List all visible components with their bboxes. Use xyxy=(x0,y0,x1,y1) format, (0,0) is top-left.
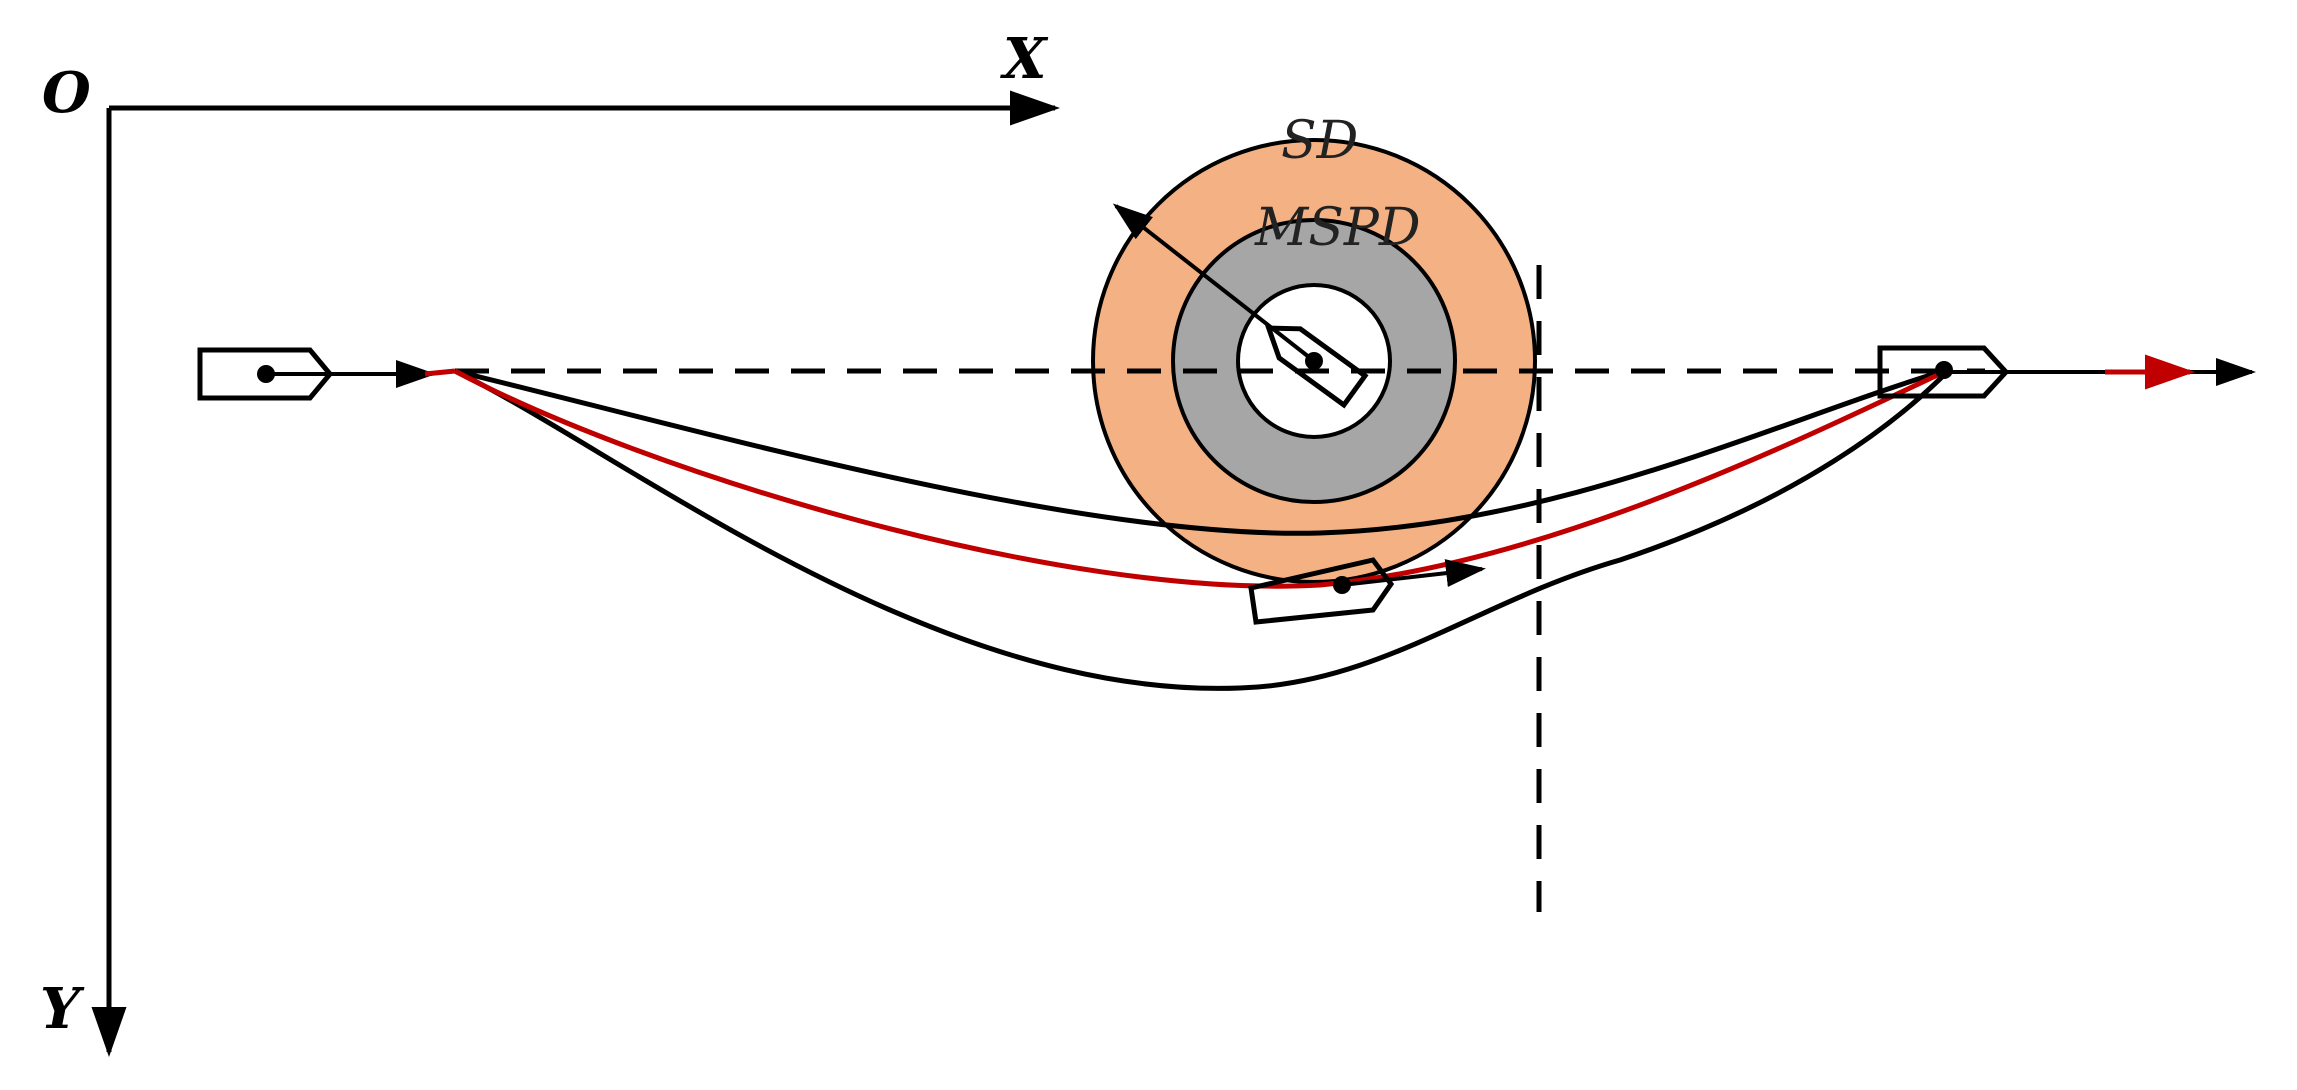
start-red-segment xyxy=(424,368,456,377)
sd-label: SD xyxy=(1281,111,1358,171)
target-ship-icon xyxy=(1265,325,1369,409)
upper-trajectory-bound xyxy=(454,366,1951,536)
lower-trajectory-bound xyxy=(453,367,1952,691)
start-ship-icon xyxy=(197,347,334,401)
mspd-label: MSPD xyxy=(1254,198,1421,258)
end-ship-icon xyxy=(1877,345,2010,399)
avoiding-ship-icon xyxy=(1248,557,1395,625)
target-heading-arrow xyxy=(1112,203,1316,363)
avoiding-heading-arrow xyxy=(1341,559,1486,587)
red-planned-trajectory xyxy=(453,366,1952,589)
origin-label: O xyxy=(42,60,91,126)
x-axis-label: X xyxy=(1000,26,1049,92)
y-axis-label: Y xyxy=(40,976,85,1042)
